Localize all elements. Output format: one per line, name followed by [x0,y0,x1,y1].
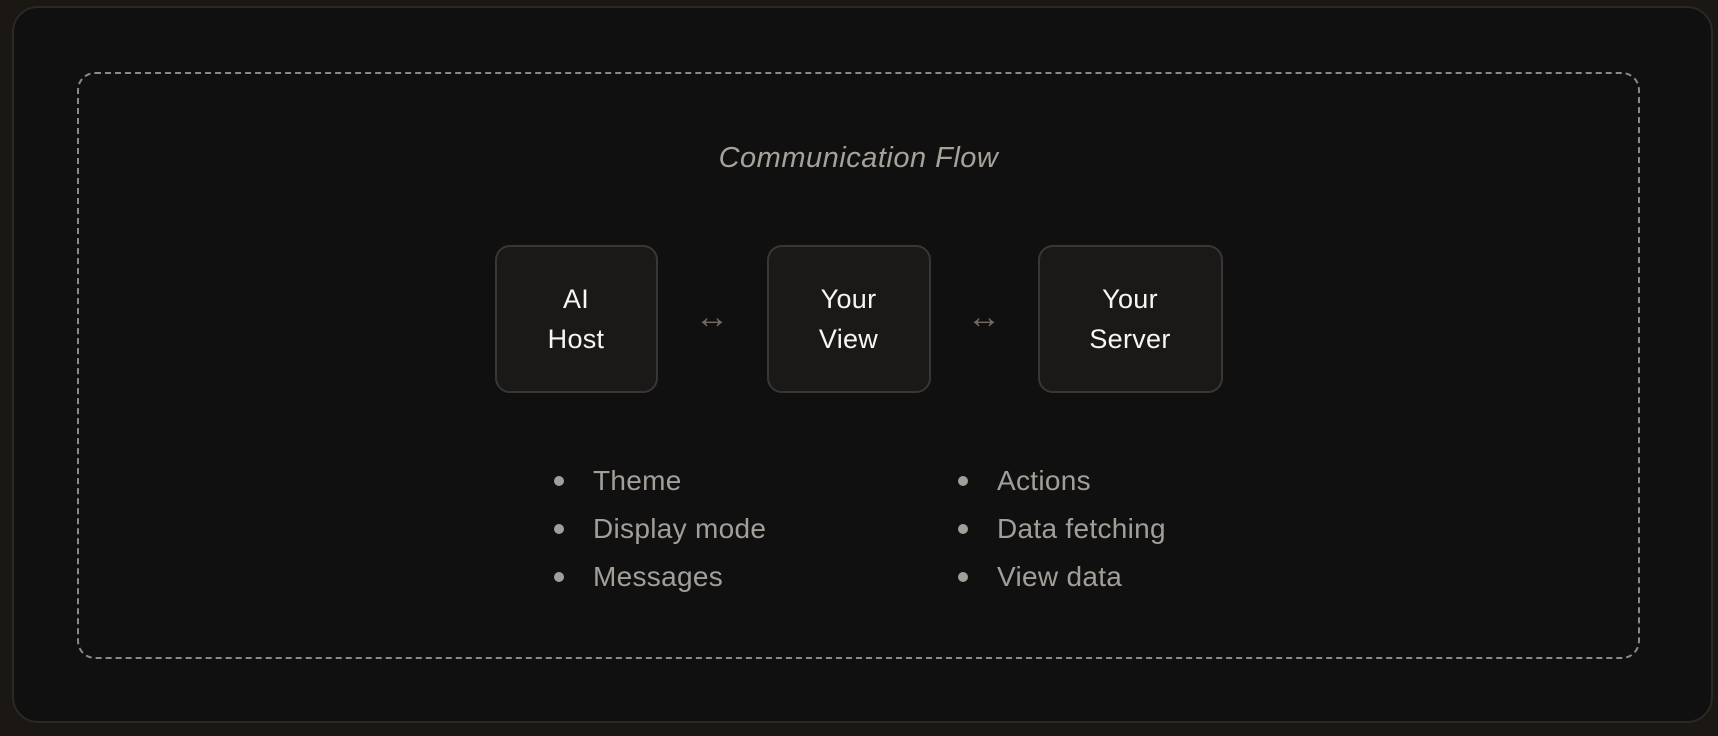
list-item: Display mode [554,505,958,553]
feature-lists: Theme Display mode Messages Actions [554,457,1362,601]
bidirectional-arrow-icon: ↔ [695,297,729,336]
content-panel: Communication Flow AI Host ↔ Your View ↔… [12,6,1713,723]
list-item: Actions [958,457,1362,505]
bullet-icon [958,524,968,534]
bidirectional-arrow-icon: ↔ [967,297,1001,336]
communication-flow-diagram: Communication Flow AI Host ↔ Your View ↔… [77,72,1640,659]
list-item-label: Display mode [593,513,767,544]
list-item: Messages [554,553,958,601]
feature-list-right: Actions Data fetching View data [958,457,1362,601]
diagram-title: Communication Flow [718,142,999,174]
bullet-icon [554,524,564,534]
node-your-server: Your Server [1037,245,1223,393]
bullet-icon [958,572,968,582]
list-item-label: Theme [593,465,682,496]
node-ai-host: AI Host [494,245,658,393]
list-item-label: View data [997,561,1123,592]
nodes-row: AI Host ↔ Your View ↔ Your Server [494,245,1223,393]
bullet-icon [554,572,564,582]
list-item: Theme [554,457,958,505]
feature-list-left: Theme Display mode Messages [554,457,958,601]
list-item-label: Messages [593,561,724,592]
list-item: View data [958,553,1362,601]
list-item-label: Data fetching [997,513,1166,544]
bullet-icon [958,476,968,486]
bullet-icon [554,476,564,486]
list-item-label: Actions [997,465,1091,496]
list-item: Data fetching [958,505,1362,553]
node-your-view: Your View [766,245,931,393]
